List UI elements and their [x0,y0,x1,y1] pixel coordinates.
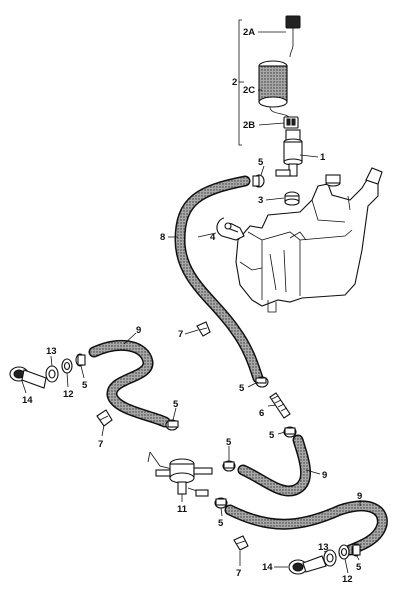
part-7-clip-top [196,321,211,337]
label-2b: 2B [243,120,255,131]
label-11: 11 [177,504,188,515]
part-2c-motor-body [258,60,291,119]
part-6-connector [269,392,291,419]
clamp-5-hose8-end [255,376,269,388]
label-5-hose-end: 5 [173,399,179,410]
label-5-mid: 5 [226,437,232,448]
clamp-5-lower [214,497,228,509]
clamp-5-near-6 [283,426,297,438]
hose-8 [174,175,264,384]
washer-reservoir [235,167,383,313]
part-2a-connector [285,15,301,58]
label-9-middle: 9 [322,470,327,481]
label-2a: 2A [243,27,255,38]
hose-9-upper-left [88,339,171,428]
label-5-top: 5 [258,157,264,168]
clamp-5-right [351,543,361,557]
label-2: 2 [232,77,237,88]
part-7-clip-left [96,409,113,427]
label-2c: 2C [243,85,255,96]
part-13-nut-right [323,549,337,567]
part-12-washer-left [61,358,73,374]
hose-9-lower [224,500,388,556]
label-4: 4 [210,232,216,243]
callout-labels: 2A 2 2C 2B 1 5 3 4 8 7 9 13 14 12 5 7 5 … [22,27,362,585]
label-8: 8 [160,232,165,243]
part-14-nozzle-left [9,366,47,389]
label-5-near-6: 5 [269,430,275,441]
hose-9-middle [237,434,311,497]
label-13-right: 13 [318,542,329,553]
part-11-t-valve [147,451,213,497]
clamp-5-left-hose-end [165,419,179,431]
label-5-right: 5 [356,562,362,573]
label-14-right: 14 [262,562,273,573]
label-6: 6 [259,408,264,419]
label-7-top: 7 [178,329,183,340]
part-13-nut-left [45,365,59,383]
label-1: 1 [320,152,326,163]
leader-lines [21,19,361,574]
part-1-pump [275,129,303,177]
label-7-bottom: 7 [236,568,241,579]
part-3-grommet [284,191,300,206]
label-12-left: 12 [63,389,74,400]
part-14-nozzle-right [288,555,327,575]
part-2b-connector [283,116,299,129]
part-4-bracket [216,217,245,241]
label-5-left: 5 [82,380,88,391]
label-12-right: 12 [342,574,353,585]
label-9-upper: 9 [136,325,141,336]
clamp-5-mid [222,460,236,472]
part-7-clip-bottom [233,535,249,551]
label-13-left: 13 [46,346,57,357]
clamp-5-left [75,353,86,367]
clamp-5-top [252,174,265,188]
part-12-washer-right [338,544,350,560]
label-14-left: 14 [22,395,33,406]
label-5-hose8: 5 [239,383,245,394]
label-9-lower: 9 [357,491,362,502]
label-5-lower: 5 [218,518,224,529]
label-7-left: 7 [98,439,103,450]
label-3: 3 [258,195,263,206]
